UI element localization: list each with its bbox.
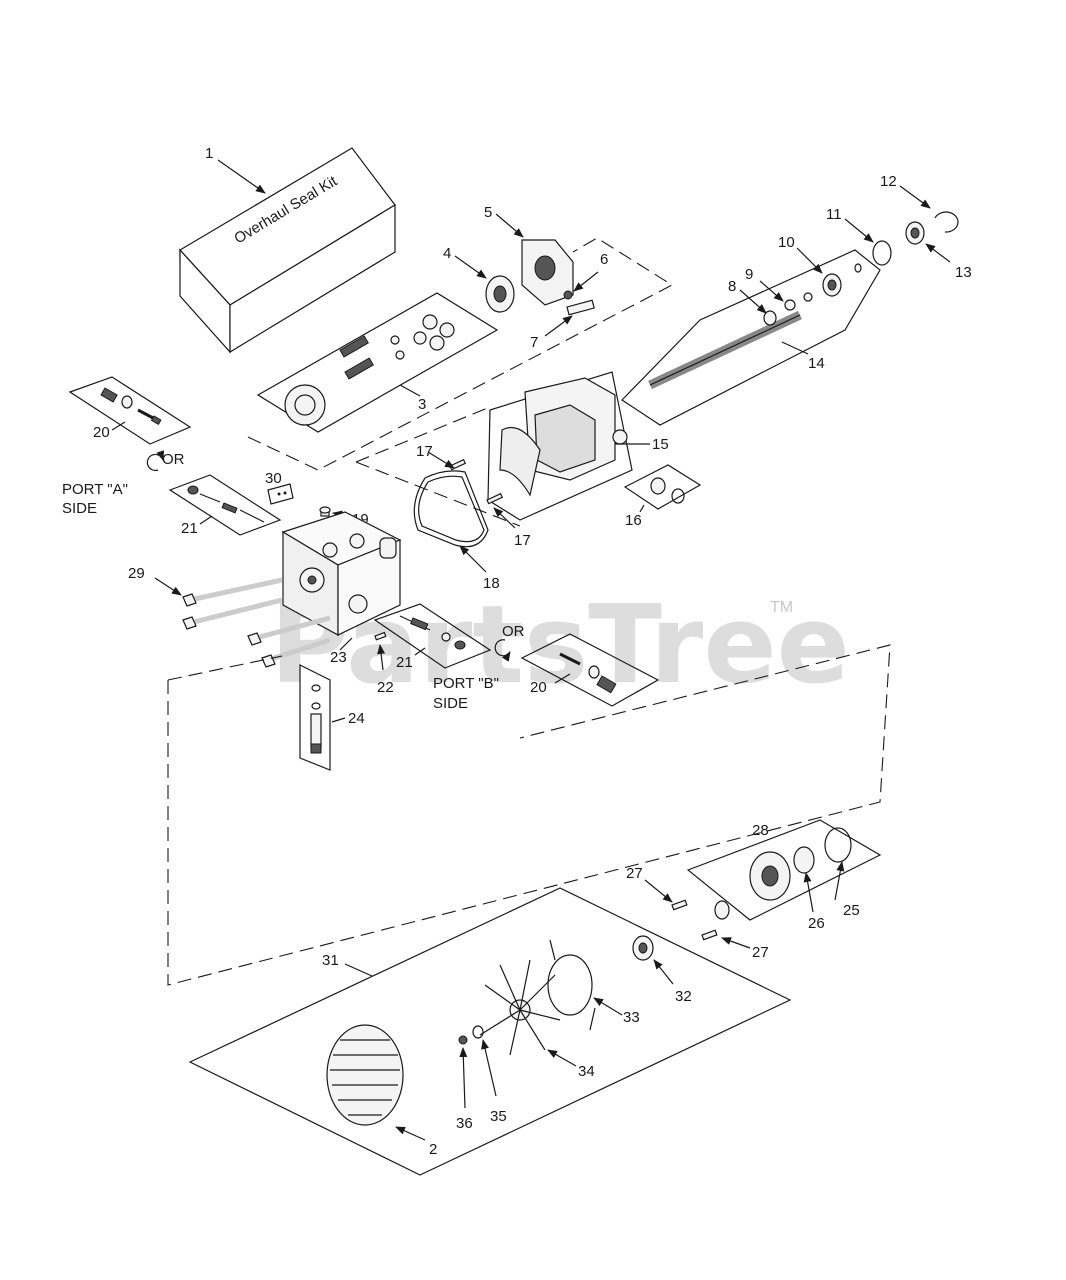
port-b-line1: PORT "B" — [433, 675, 499, 692]
callout-8: 8 — [728, 278, 736, 295]
callout-15: 15 — [652, 436, 669, 453]
callout-21-bottom: 21 — [396, 654, 413, 671]
swashplate[interactable] — [521, 239, 574, 306]
callout-26: 26 — [808, 915, 825, 932]
callout-14: 14 — [808, 355, 825, 372]
gasket[interactable] — [413, 470, 489, 548]
callout-24: 24 — [348, 710, 365, 727]
port-b-line2: SIDE — [433, 695, 468, 712]
overhaul-seal-kit-box[interactable]: Overhaul Seal Kit — [179, 147, 396, 354]
center-section[interactable] — [281, 511, 402, 637]
plug-19[interactable] — [319, 506, 331, 517]
relief-valve-panel-a[interactable] — [168, 474, 282, 536]
callout-13: 13 — [955, 264, 972, 281]
callout-29: 29 — [128, 565, 145, 582]
callout-32: 32 — [675, 988, 692, 1005]
callout-11: 11 — [826, 206, 842, 223]
callout-16: 16 — [625, 512, 642, 529]
or-label-a: OR — [162, 451, 185, 468]
trunnion-arm[interactable] — [566, 299, 595, 316]
callout-31: 31 — [322, 952, 339, 969]
rotating-group-panel[interactable] — [256, 292, 499, 433]
callout-2: 2 — [429, 1141, 437, 1158]
bolts-29[interactable] — [182, 577, 331, 668]
callout-27-top: 27 — [626, 865, 643, 882]
port-a-line1: PORT "A" — [62, 481, 128, 498]
callout-23: 23 — [330, 649, 347, 666]
callout-25: 25 — [843, 902, 860, 919]
check-valve-panel-b[interactable] — [520, 633, 660, 707]
decal[interactable] — [267, 483, 294, 505]
callout-6: 6 — [600, 251, 608, 268]
screw-27-bottom[interactable] — [701, 929, 718, 941]
callout-36: 36 — [456, 1115, 473, 1132]
screw-27-top[interactable] — [671, 899, 688, 911]
watermark-trademark: TM — [770, 599, 793, 616]
callout-34: 34 — [578, 1063, 595, 1080]
port-a-line2: SIDE — [62, 500, 97, 517]
pin[interactable] — [563, 290, 573, 300]
callout-33: 33 — [623, 1009, 640, 1026]
callout-17-bottom: 17 — [514, 532, 531, 549]
callout-28: 28 — [752, 822, 769, 839]
callout-21-top: 21 — [181, 520, 198, 537]
retaining-ring[interactable] — [934, 211, 959, 233]
seal-panel-16[interactable] — [623, 464, 702, 510]
callout-5: 5 — [484, 204, 492, 221]
callout-20-bottom: 20 — [530, 679, 547, 696]
callout-20-top: 20 — [93, 424, 110, 441]
main-housing-panel[interactable] — [487, 371, 633, 521]
dowel-pin-bottom[interactable] — [486, 492, 504, 505]
or-label-b: OR — [502, 623, 525, 640]
callout-7: 7 — [530, 334, 538, 351]
callout-18: 18 — [483, 575, 500, 592]
callout-27-bottom: 27 — [752, 944, 769, 961]
callout-1: 1 — [205, 145, 213, 162]
o-ring[interactable] — [872, 240, 892, 266]
callout-3: 3 — [418, 396, 426, 413]
screw-22[interactable] — [374, 631, 387, 641]
callout-9: 9 — [745, 266, 753, 283]
callout-17-top: 17 — [416, 443, 433, 460]
shaft-seal[interactable] — [485, 275, 515, 313]
callout-4: 4 — [443, 245, 451, 262]
dowel-pin-top[interactable] — [449, 458, 467, 471]
callout-12: 12 — [880, 173, 897, 190]
relief-valve-panel-b[interactable] — [373, 603, 492, 669]
end-cap-panel[interactable] — [686, 819, 882, 921]
callout-22: 22 — [377, 679, 394, 696]
callout-35: 35 — [490, 1108, 507, 1125]
callout-30: 30 — [265, 470, 282, 487]
fan-assembly-panel[interactable] — [188, 887, 792, 1176]
check-valve-panel-a[interactable] — [68, 376, 192, 445]
callout-10: 10 — [778, 234, 795, 251]
output-shaft-panel[interactable] — [621, 249, 881, 426]
bypass-valve-panel[interactable] — [299, 664, 331, 771]
